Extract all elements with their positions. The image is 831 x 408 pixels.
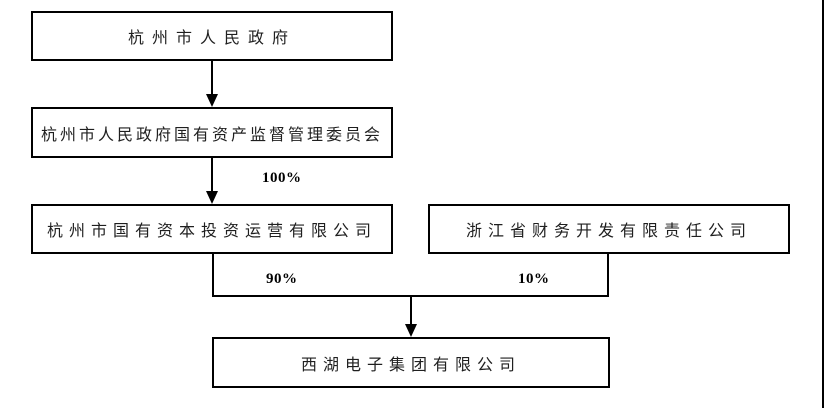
arrowhead-down-icon <box>206 94 218 107</box>
connector-finance-drop <box>607 254 609 297</box>
connector-sasac-to-investment <box>211 158 213 193</box>
node-label: 杭州市人民政府 <box>127 30 296 47</box>
node-hangzhou-state-capital-investment: 杭州市国有资本投资运营有限公司 <box>31 204 393 254</box>
connector-merge-bus <box>212 295 609 297</box>
node-label: 浙江省财务开发有限责任公司 <box>465 223 752 240</box>
page-border-right <box>822 0 824 408</box>
connector-investment-drop <box>212 254 214 297</box>
ownership-label-90: 90% <box>266 271 298 287</box>
node-label: 杭州市人民政府国有资产监督管理委员会 <box>40 126 383 144</box>
arrowhead-down-icon <box>405 324 417 337</box>
node-hangzhou-sasac: 杭州市人民政府国有资产监督管理委员会 <box>31 107 393 158</box>
ownership-label-100: 100% <box>262 170 302 186</box>
ownership-label-10: 10% <box>518 271 550 287</box>
connector-to-westlake <box>410 297 412 325</box>
node-hangzhou-municipal-government: 杭州市人民政府 <box>31 11 393 61</box>
node-label: 杭州市国有资本投资运营有限公司 <box>46 223 377 240</box>
node-label: 西湖电子集团有限公司 <box>300 356 521 374</box>
node-westlake-electronics-group: 西湖电子集团有限公司 <box>212 337 610 388</box>
arrowhead-down-icon <box>206 191 218 204</box>
connector-government-to-sasac <box>211 61 213 97</box>
node-zhejiang-finance-development: 浙江省财务开发有限责任公司 <box>428 204 790 254</box>
